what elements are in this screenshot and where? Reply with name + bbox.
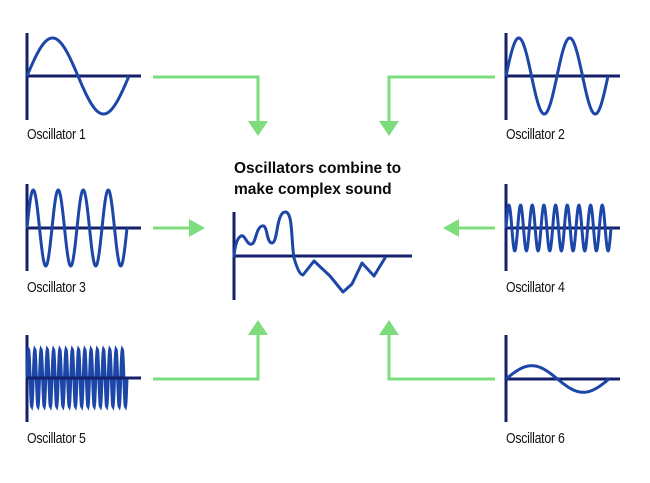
oscillator-6-label: Oscillator 6	[506, 430, 565, 447]
arrow-oscillator-2	[379, 75, 495, 136]
arrowhead-up-icon	[248, 320, 268, 335]
arrowhead-down-icon	[379, 121, 399, 136]
arrowhead-right-icon	[189, 219, 205, 237]
sine-wave-1	[25, 36, 131, 116]
arrow-oscillator-1	[153, 75, 268, 136]
combined-waveform-graph	[232, 210, 412, 300]
oscillator-3-label: Oscillator 3	[27, 279, 86, 296]
oscillator-4-graph	[504, 184, 620, 271]
arrow-oscillator-6	[379, 320, 495, 381]
arrow-oscillator-3	[153, 219, 205, 237]
arrow-oscillator-4	[443, 219, 495, 237]
arrowhead-up-icon	[379, 320, 399, 335]
diagram-title: Oscillators combine to make complex soun…	[234, 158, 434, 200]
sine-wave-2	[504, 36, 610, 116]
title-line-2: make complex sound	[234, 181, 392, 198]
oscillator-6-graph	[504, 335, 620, 422]
arrowhead-left-icon	[443, 219, 459, 237]
sine-wave-6	[505, 364, 610, 394]
title-line-1: Oscillators combine to	[234, 160, 402, 177]
complex-sound-wave	[232, 210, 387, 294]
sine-wave-4	[504, 203, 613, 253]
oscillator-5-graph	[25, 335, 141, 422]
oscillator-4-label: Oscillator 4	[506, 279, 565, 296]
arrow-oscillator-5	[153, 320, 268, 381]
oscillator-1-graph	[25, 33, 141, 120]
oscillator-1-label: Oscillator 1	[27, 126, 86, 143]
oscillator-2-label: Oscillator 2	[506, 126, 565, 143]
oscillator-2-graph	[504, 33, 620, 120]
arrowhead-down-icon	[248, 121, 268, 136]
oscillator-3-graph	[25, 184, 141, 271]
oscillator-5-label: Oscillator 5	[27, 430, 86, 447]
sine-wave-3	[25, 188, 129, 268]
